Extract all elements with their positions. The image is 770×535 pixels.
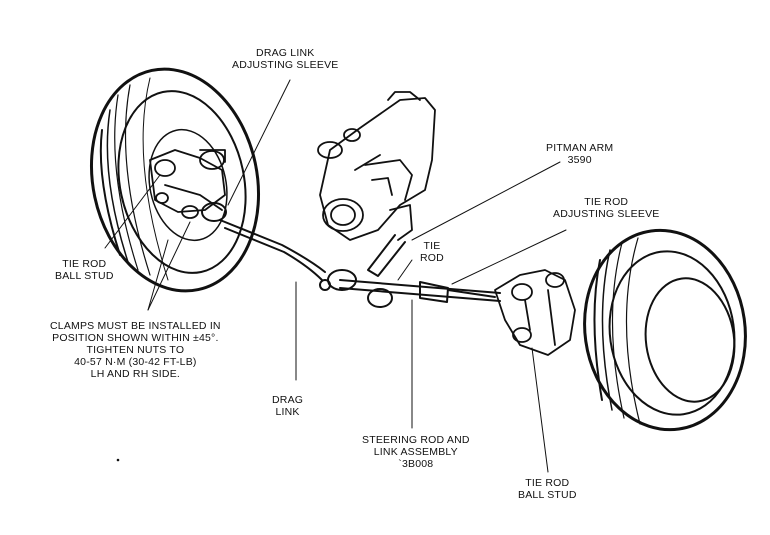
right-knuckle <box>494 269 576 356</box>
label-tie-rod: TIE ROD <box>420 240 444 264</box>
drag-link <box>201 202 326 281</box>
pitman-arm <box>367 234 406 277</box>
label-drag-link: DRAG LINK <box>272 394 304 418</box>
tie-rod <box>319 269 501 308</box>
label-tie-rod-adjusting-sleeve: TIE ROD ADJUSTING SLEEVE <box>553 196 660 220</box>
steering-gear-box <box>317 91 436 241</box>
label-tie-rod-ball-stud-right: TIE ROD BALL STUD <box>518 477 577 501</box>
left-knuckle <box>149 149 226 219</box>
label-steering-rod-and-link-assembly: STEERING ROD AND LINK ASSEMBLY `3B008 <box>362 434 470 470</box>
leader-lines <box>104 79 567 473</box>
label-drag-link-adjusting-sleeve: DRAG LINK ADJUSTING SLEEVE <box>232 47 339 71</box>
left-wheel <box>89 67 261 293</box>
label-clamps-note: CLAMPS MUST BE INSTALLED IN POSITION SHO… <box>50 320 221 380</box>
speck-dot <box>116 458 120 462</box>
label-tie-rod-ball-stud-left: TIE ROD BALL STUD <box>55 258 114 282</box>
right-wheel <box>583 228 747 432</box>
label-pitman-arm: PITMAN ARM 3590 <box>546 142 614 166</box>
